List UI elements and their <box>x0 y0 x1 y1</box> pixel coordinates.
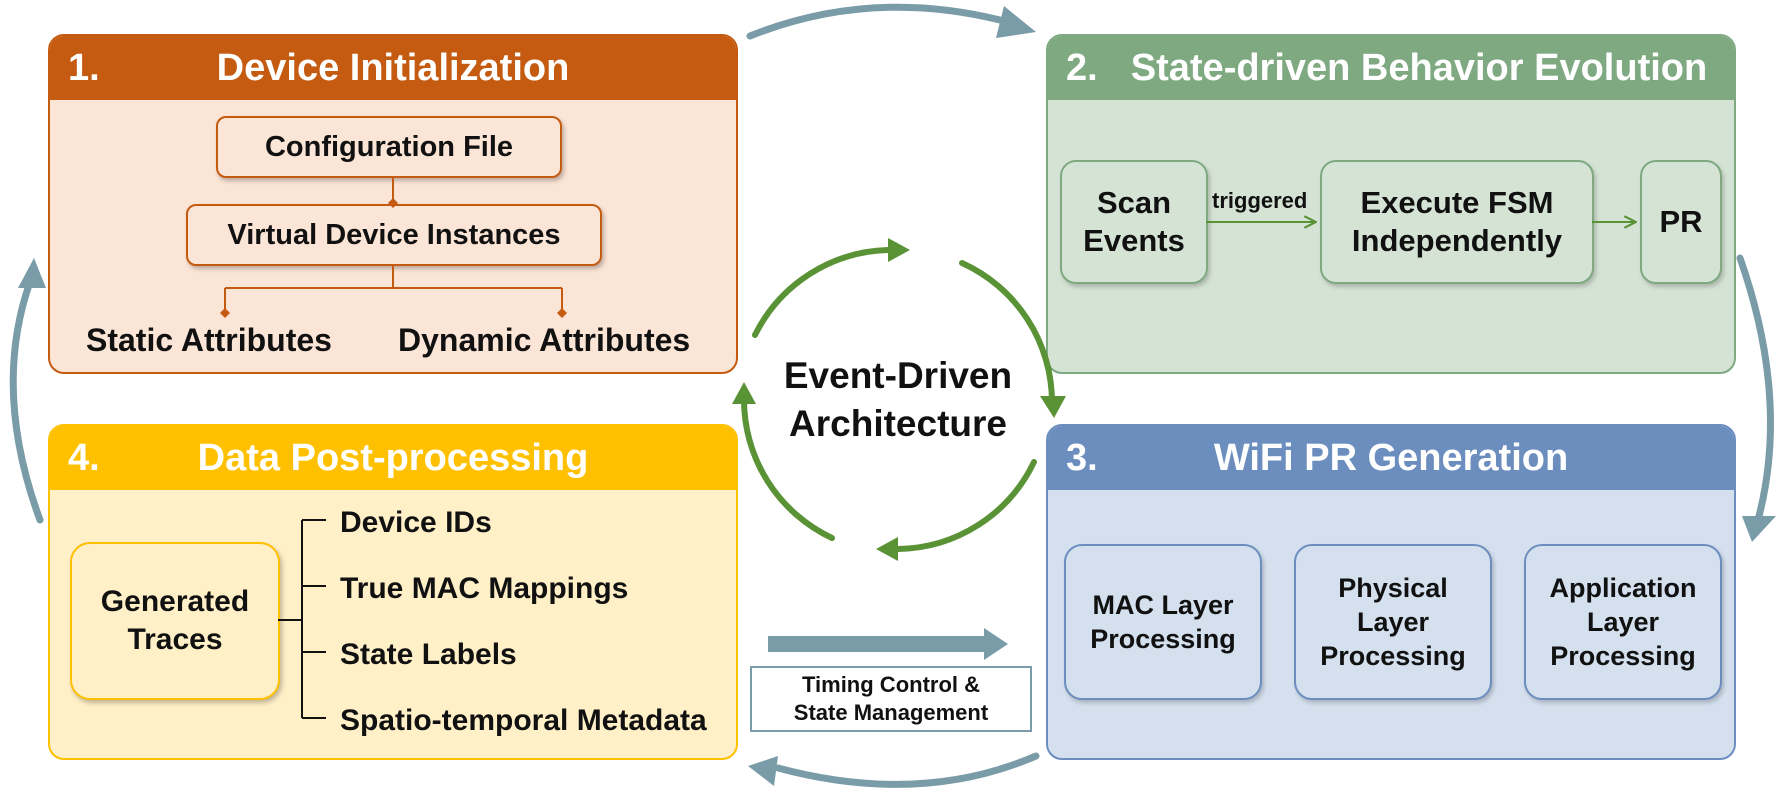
item-device-ids: Device IDs <box>340 506 492 539</box>
panel-4-number: 4. <box>68 437 100 479</box>
execute-fsm-box: Execute FSM Independently <box>1320 160 1594 284</box>
item-state-labels: State Labels <box>340 638 517 671</box>
physical-layer-processing-box: Physical Layer Processing <box>1294 544 1492 700</box>
static-attributes-label: Static Attributes <box>86 322 332 358</box>
center-architecture-label: Event-Driven Architecture <box>783 355 1013 444</box>
panel-1-title: Device Initialization <box>216 47 570 89</box>
panel-device-initialization: 1. Device Initialization Configuration F… <box>48 34 738 374</box>
outer-flow-arrows <box>9 3 1774 788</box>
panel-3-number: 3. <box>1066 437 1098 479</box>
application-layer-processing-box: Application Layer Processing <box>1524 544 1722 700</box>
panel-state-driven-behavior: 2. State-driven Behavior Evolution Scan … <box>1046 34 1736 374</box>
configuration-file-box: Configuration File <box>216 116 562 178</box>
panel-wifi-pr-generation: 3. WiFi PR Generation MAC Layer Processi… <box>1046 424 1736 760</box>
pr-box: PR <box>1640 160 1722 284</box>
panel-2-number: 2. <box>1066 47 1098 89</box>
timing-control-box: Timing Control & State Management <box>750 666 1032 732</box>
panel-1-number: 1. <box>68 47 100 89</box>
item-spatio-temporal-metadata: Spatio-temporal Metadata <box>340 704 707 737</box>
mac-layer-processing-box: MAC Layer Processing <box>1064 544 1262 700</box>
panel-data-post-processing: 4. Data Post-processing Generated Traces… <box>48 424 738 760</box>
panel-1-tree-lines <box>220 176 567 318</box>
panel-4-title: Data Post-processing <box>197 437 589 479</box>
triggered-label: triggered <box>1212 188 1308 213</box>
dynamic-attributes-label: Dynamic Attributes <box>398 322 691 358</box>
scan-events-box: Scan Events <box>1060 160 1208 284</box>
panel-4-header: 4. Data Post-processing <box>50 426 736 490</box>
timing-arrow <box>768 628 1008 660</box>
item-true-mac-mappings: True MAC Mappings <box>340 572 629 605</box>
panel-1-header: 1. Device Initialization <box>50 36 736 100</box>
generated-traces-box: Generated Traces <box>70 542 280 700</box>
panel-2-title: State-driven Behavior Evolution <box>1130 47 1708 89</box>
panel-2-header: 2. State-driven Behavior Evolution <box>1048 36 1734 100</box>
outer-flow-arrowheads <box>18 6 1776 786</box>
event-cycle-arrowheads <box>732 238 1066 561</box>
event-cycle-arrows <box>740 247 1055 552</box>
panel-3-title: WiFi PR Generation <box>1213 437 1569 479</box>
panel-4-bracket-lines <box>278 519 326 719</box>
panel-3-header: 3. WiFi PR Generation <box>1048 426 1734 490</box>
